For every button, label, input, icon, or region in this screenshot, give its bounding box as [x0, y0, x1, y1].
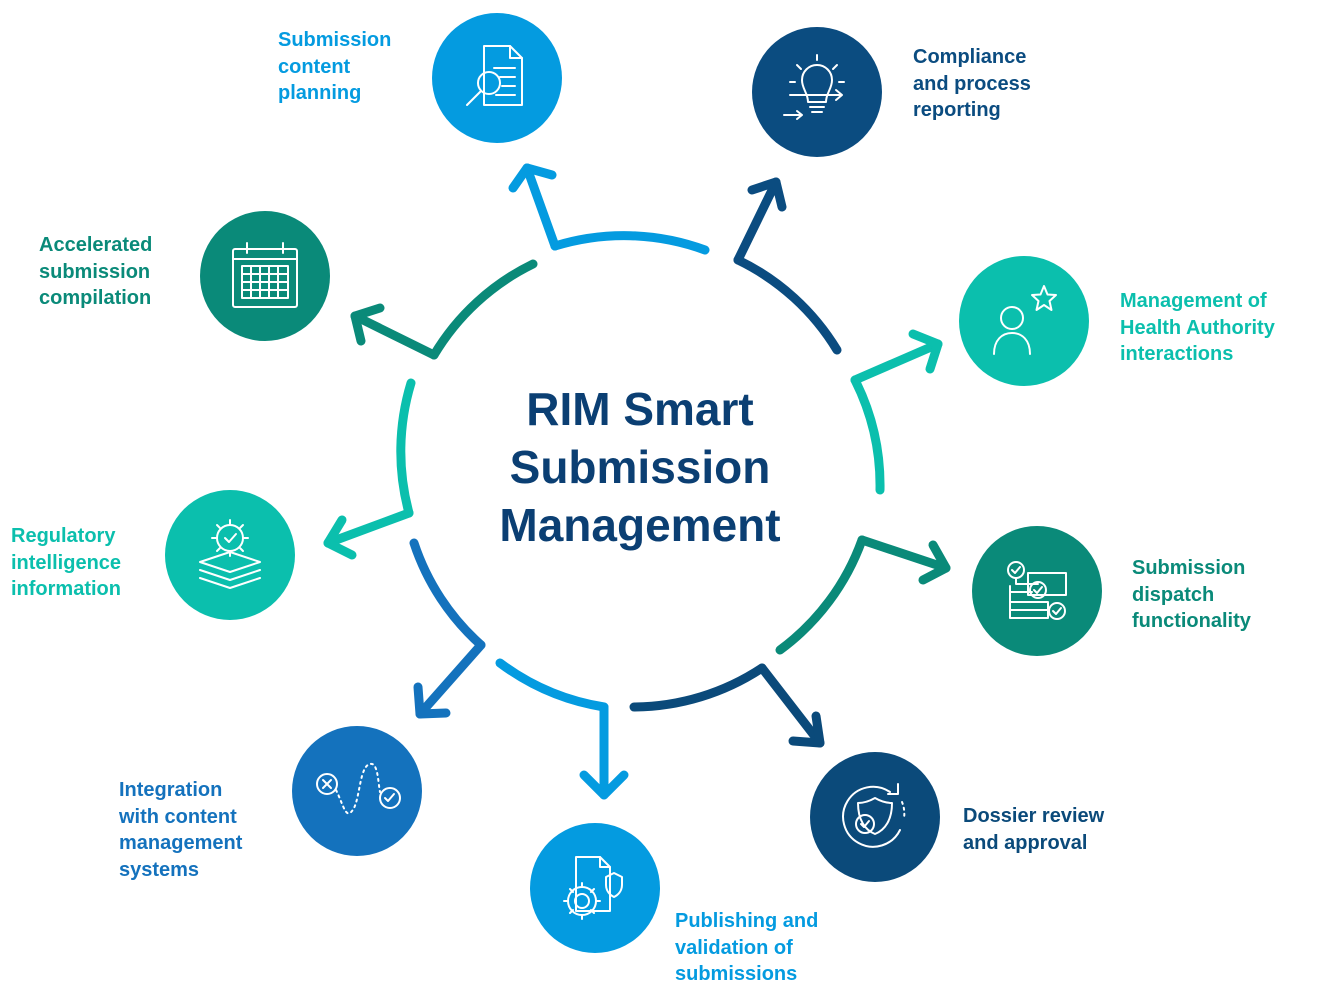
- ring-arc-accelerated: [429, 259, 538, 360]
- ring-arc-health-authority: [850, 375, 885, 495]
- arrow-health-authority: [850, 339, 943, 385]
- node-dossier-review: [810, 752, 940, 882]
- node-accelerated-compilation: [200, 211, 330, 341]
- center-title: RIM Smart Submission Management: [499, 383, 781, 551]
- node-regulatory-intelligence: [165, 490, 295, 620]
- arrow-accelerated: [350, 311, 439, 360]
- label-compliance-reporting: Compliance and process reporting: [913, 46, 1031, 121]
- arrowhead-health-authority: [908, 329, 943, 374]
- arrowhead-accelerated: [350, 303, 385, 346]
- layers-gear-icon: [199, 519, 261, 589]
- node-health-authority: [959, 256, 1089, 386]
- document-search-icon: [466, 45, 523, 106]
- arrow-integration: [415, 640, 486, 719]
- node-submission-dispatch: [972, 526, 1102, 656]
- ring-arc-integration: [409, 538, 486, 650]
- ring-arc-compliance: [733, 255, 842, 355]
- arrowhead-regulatory: [323, 515, 357, 560]
- arrowhead-integration: [413, 682, 451, 719]
- label-dossier-review: Dossier review and approval: [963, 805, 1105, 854]
- node-submission-content-planning: [432, 13, 562, 143]
- arrowhead-compliance: [747, 177, 787, 212]
- label-submission-dispatch: Submission dispatch functionality: [1132, 557, 1251, 632]
- user-star-icon: [993, 285, 1057, 355]
- calendar-icon: [232, 242, 298, 308]
- label-publishing-validation: Publishing and validation of submissions: [675, 910, 819, 985]
- label-integration: Integration with content management syst…: [119, 779, 243, 881]
- ring-arc-regulatory: [396, 378, 416, 518]
- ring-arc-dispatch: [775, 535, 867, 655]
- node-compliance-reporting: [752, 27, 882, 157]
- checklist-flow-icon: [1007, 561, 1067, 620]
- arrow-dispatch: [857, 535, 951, 573]
- arrowhead-submission-planning: [508, 163, 557, 193]
- arrow-submission-planning: [522, 163, 560, 251]
- arrowhead-publishing: [579, 770, 629, 800]
- path-x-check-icon: [316, 762, 401, 815]
- shield-check-icon: [842, 783, 906, 848]
- ring-arc-dossier: [629, 663, 767, 712]
- arrowhead-dispatch: [918, 540, 951, 585]
- ring-arc-submission-planning: [550, 231, 710, 255]
- document-gear-icon: [563, 856, 623, 920]
- label-regulatory-intelligence: Regulatory intelligence information: [11, 525, 122, 600]
- label-accelerated-compilation: Accelerated submission compilation: [39, 234, 153, 309]
- lightbulb-icon: [783, 54, 845, 120]
- label-health-authority: Management of Health Authority interacti…: [1120, 290, 1275, 365]
- ring-arc-publishing: [495, 658, 609, 712]
- arrow-compliance: [733, 177, 781, 265]
- arrow-regulatory: [323, 508, 414, 548]
- label-submission-content-planning: Submission content planning: [278, 29, 392, 104]
- node-integration: [292, 726, 422, 856]
- arrow-dossier: [757, 663, 825, 748]
- arrowhead-dossier: [788, 711, 825, 748]
- node-publishing-validation: [530, 823, 660, 953]
